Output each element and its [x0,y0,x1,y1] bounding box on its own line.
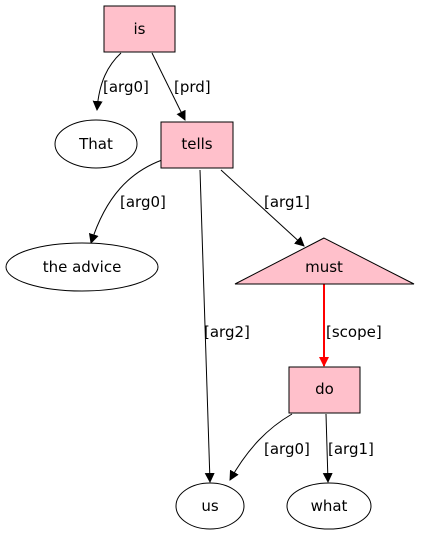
node-must: must [234,237,415,285]
edge-tells-us: [arg2] [199,169,250,483]
edge-tells-must: [arg1] [220,169,310,247]
node-what: what [286,482,372,530]
node-label: what [311,497,348,515]
edge-label: [arg0] [103,78,149,96]
edge-label: [arg1] [328,440,374,458]
node-label: must [305,258,343,276]
edge-tells-advice: [arg0] [88,159,166,244]
edge-do-us: [arg0] [229,413,310,481]
node-is: is [103,5,176,53]
node-the-advice: the advice [5,242,159,292]
node-do: do [288,366,361,414]
node-us: us [175,482,245,530]
edge-is-that: [arg0] [92,52,149,111]
node-tells: tells [160,121,234,169]
edge-label: [arg2] [204,323,250,341]
edge-must-do: [scope] [319,284,382,367]
node-label: is [134,20,146,38]
edge-label: [scope] [326,323,382,341]
node-that: That [54,119,138,169]
edge-is-tells: [prd] [151,52,211,121]
edge-do-what: [arg1] [322,413,374,483]
node-label: do [315,380,334,398]
node-label: us [201,497,219,515]
edge-label: [prd] [174,78,211,96]
node-label: tells [181,135,212,153]
edge-label: [arg1] [264,193,310,211]
edge-label: [arg0] [264,440,310,458]
edge-label: [arg0] [120,193,166,211]
node-label: the advice [43,258,122,276]
node-label: That [78,135,113,153]
